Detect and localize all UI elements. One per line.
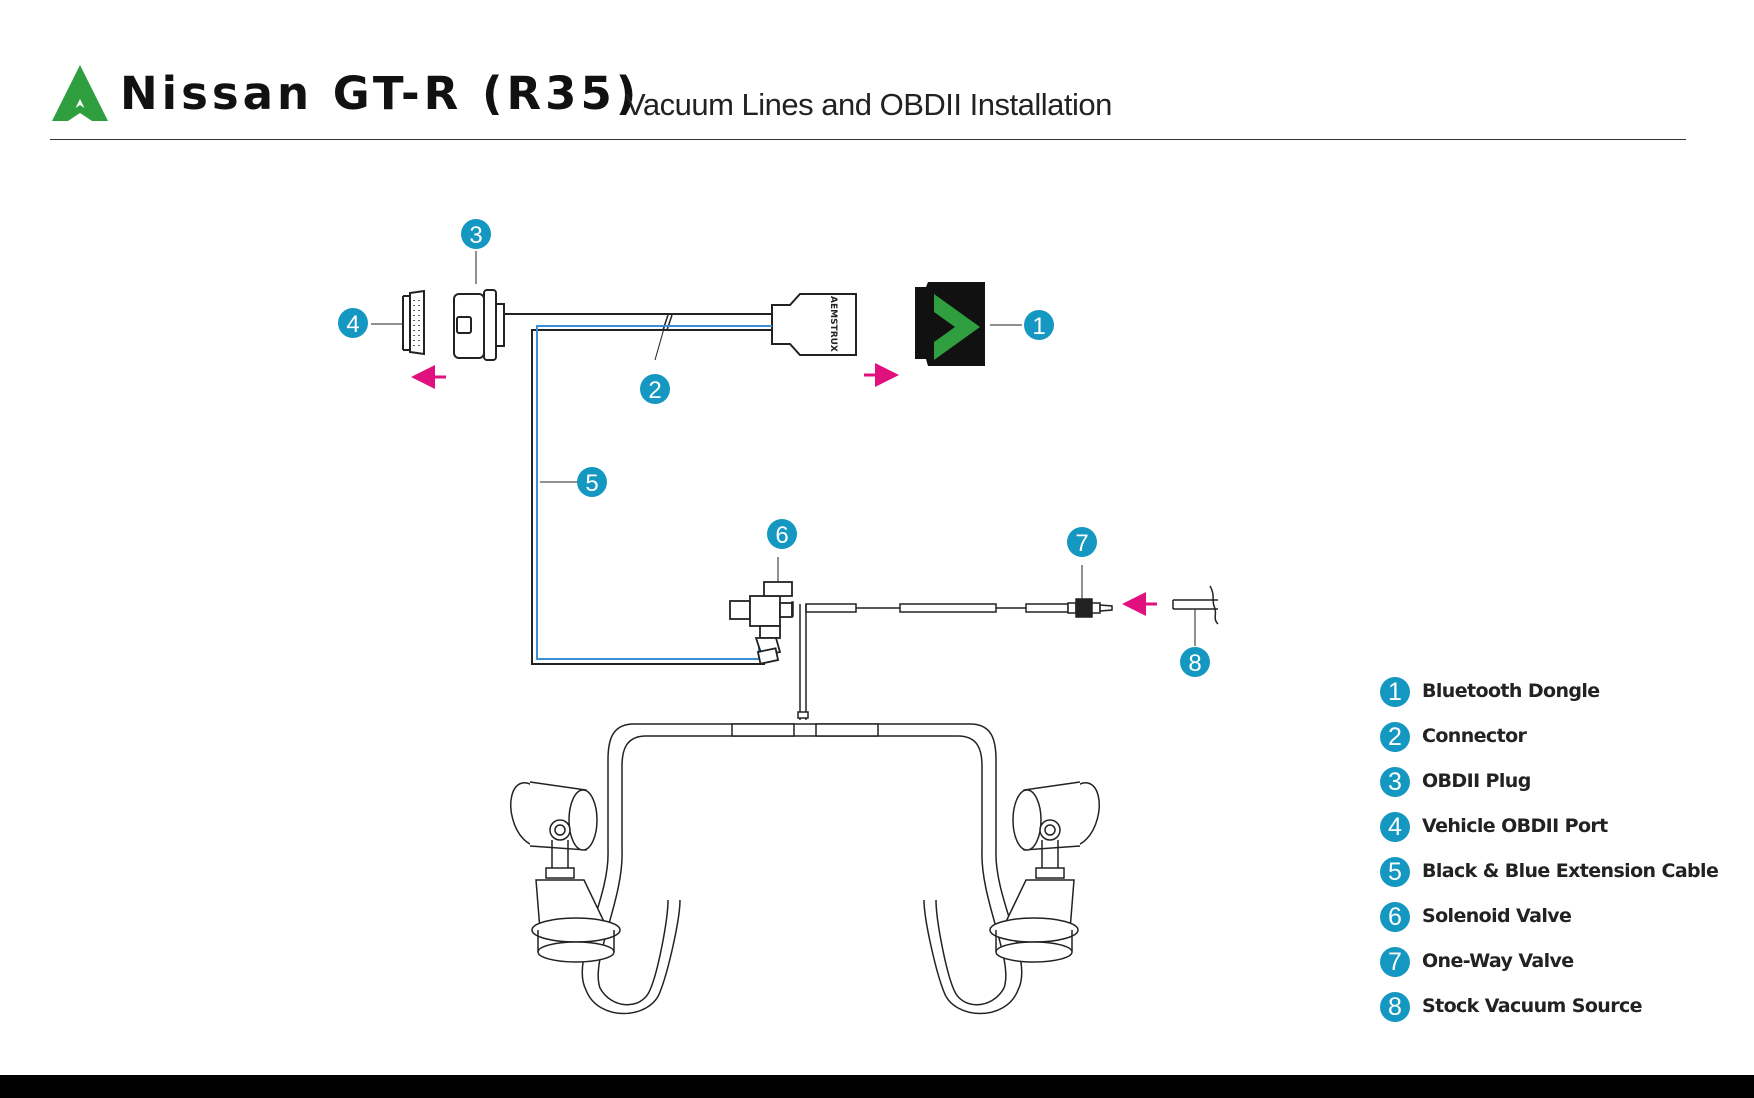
callout-2: 2 xyxy=(640,374,670,404)
wastegate-actuator-left xyxy=(509,781,621,963)
callout-6-number: 6 xyxy=(775,522,788,549)
callout-4-number: 4 xyxy=(346,311,359,338)
callout-8-number: 8 xyxy=(1188,650,1201,677)
legend-label: Bluetooth Dongle xyxy=(1422,680,1600,702)
legend-number: 2 xyxy=(1380,722,1410,752)
legend-item: 8 Stock Vacuum Source xyxy=(1380,990,1720,1035)
legend: 1 Bluetooth Dongle 2 Connector 3 OBDII P… xyxy=(1380,675,1720,1035)
callout-1-number: 1 xyxy=(1032,313,1045,340)
dongle-icon xyxy=(915,282,1022,366)
actuator-lines xyxy=(581,620,1023,1015)
legend-label: Black & Blue Extension Cable xyxy=(1422,860,1719,882)
connector: AEMSTRUX xyxy=(654,293,857,361)
legend-label: Connector xyxy=(1422,725,1527,747)
legend-item: 1 Bluetooth Dongle xyxy=(1380,675,1720,720)
legend-item: 6 Solenoid Valve xyxy=(1380,900,1720,945)
vacuum-line xyxy=(791,601,1069,620)
vehicle-obdii-port xyxy=(371,289,425,356)
legend-number: 7 xyxy=(1380,947,1410,977)
legend-item: 7 One-Way Valve xyxy=(1380,945,1720,990)
legend-item: 5 Black & Blue Extension Cable xyxy=(1380,855,1720,900)
obdii-plug xyxy=(453,251,772,361)
callout-3-number: 3 xyxy=(469,222,482,249)
legend-label: OBDII Plug xyxy=(1422,770,1531,792)
callout-6: 6 xyxy=(767,519,797,549)
legend-label: Solenoid Valve xyxy=(1422,905,1572,927)
callout-7: 7 xyxy=(1067,527,1097,557)
callout-1: 1 xyxy=(1024,310,1054,340)
page-title: Nissan GT-R (R35) xyxy=(120,67,641,120)
legend-number: 5 xyxy=(1380,857,1410,887)
solenoid-valve xyxy=(729,557,793,665)
footer-bar xyxy=(0,1075,1754,1098)
legend-label: Stock Vacuum Source xyxy=(1422,995,1643,1017)
legend-item: 3 OBDII Plug xyxy=(1380,765,1720,810)
page-subtitle: Vacuum Lines and OBDII Installation xyxy=(625,87,1112,122)
callout-4: 4 xyxy=(338,308,368,338)
header-divider xyxy=(50,139,1686,140)
legend-number: 3 xyxy=(1380,767,1410,797)
legend-item: 2 Connector xyxy=(1380,720,1720,765)
connector-brand-text: AEMSTRUX xyxy=(828,296,838,352)
callout-3: 3 xyxy=(461,219,491,249)
wastegate-actuator-right xyxy=(989,781,1101,963)
header: Nissan GT-R (R35) Vacuum Lines and OBDII… xyxy=(52,60,1692,130)
callout-5-number: 5 xyxy=(585,470,598,497)
callout-8: 8 xyxy=(1180,647,1210,677)
legend-number: 6 xyxy=(1380,902,1410,932)
stock-vacuum-source xyxy=(1172,585,1219,646)
callout-7-number: 7 xyxy=(1075,530,1088,557)
legend-number: 1 xyxy=(1380,677,1410,707)
one-way-valve xyxy=(1067,565,1113,618)
legend-label: One-Way Valve xyxy=(1422,950,1574,972)
callout-5: 5 xyxy=(577,467,607,497)
callout-2-number: 2 xyxy=(648,377,661,404)
legend-label: Vehicle OBDII Port xyxy=(1422,815,1608,837)
installation-diagram: AEMSTRUX xyxy=(338,219,1219,1015)
logo-icon xyxy=(52,65,108,121)
legend-number: 4 xyxy=(1380,812,1410,842)
legend-item: 4 Vehicle OBDII Port xyxy=(1380,810,1720,855)
legend-number: 8 xyxy=(1380,992,1410,1022)
